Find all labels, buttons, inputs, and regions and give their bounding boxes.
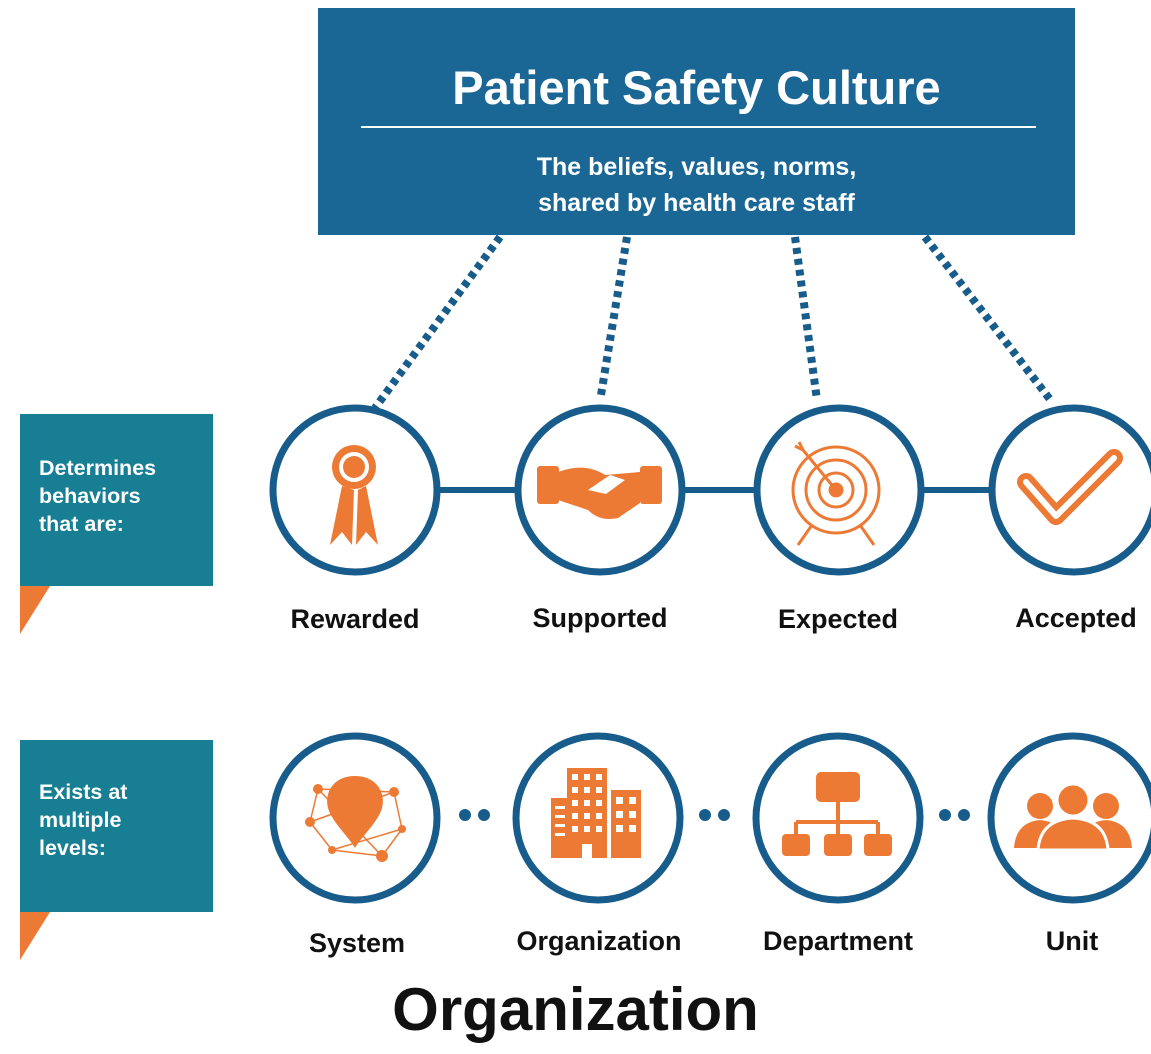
- subtitle: The beliefs, values, norms, shared by he…: [318, 149, 1075, 221]
- callout-behaviors-text: Determines behaviors that are:: [39, 454, 156, 538]
- footer-title: Organization: [392, 976, 759, 1043]
- label-organization: Organization: [516, 926, 682, 956]
- title-box: Patient Safety Culture The beliefs, valu…: [318, 8, 1075, 235]
- target-arrow-icon: [791, 441, 881, 546]
- callout-line: Exists at: [39, 780, 128, 804]
- people-group-icon: [1014, 782, 1132, 852]
- connector-expected: [791, 236, 821, 401]
- network-location-pin-icon: [305, 776, 406, 862]
- callout-line: that are:: [39, 512, 124, 536]
- behavior-circle: [269, 404, 441, 576]
- callout-line: behaviors: [39, 484, 141, 508]
- callout-tail: [20, 586, 50, 634]
- label-rewarded: Rewarded: [290, 604, 420, 634]
- label-supported: Supported: [532, 603, 668, 633]
- connector-rewarded: [371, 234, 504, 411]
- subtitle-line-1: The beliefs, values, norms,: [536, 153, 857, 181]
- title-divider: [361, 126, 1036, 128]
- office-buildings-icon: [551, 768, 641, 858]
- callout-line: levels:: [39, 836, 106, 860]
- handshake-icon: [537, 466, 662, 519]
- behavior-circles: [269, 404, 1151, 576]
- callout-line: Determines: [39, 456, 157, 480]
- label-accepted: Accepted: [1015, 603, 1137, 633]
- connector-supported: [597, 236, 631, 396]
- level-circles: [269, 732, 1151, 904]
- label-system: System: [308, 928, 406, 958]
- subtitle-line-2: shared by health care staff: [538, 189, 855, 217]
- callout-tail: [20, 912, 50, 960]
- label-expected: Expected: [777, 604, 899, 634]
- callout-line: multiple: [39, 808, 122, 832]
- checkmark-icon: [1017, 449, 1123, 525]
- label-department: Department: [762, 926, 914, 956]
- ribbon-award-icon: [330, 445, 378, 545]
- org-chart-icon: [782, 772, 892, 856]
- label-unit: Unit: [1045, 926, 1099, 956]
- callout-behaviors: Determines behaviors that are:: [20, 414, 213, 634]
- dotted-connectors: [371, 234, 1056, 411]
- callout-levels: Exists at multiple levels:: [20, 740, 213, 960]
- connector-accepted: [921, 234, 1056, 405]
- callout-levels-text: Exists at multiple levels:: [39, 778, 127, 862]
- page-title: Patient Safety Culture: [452, 61, 941, 114]
- level-dots: [459, 809, 970, 821]
